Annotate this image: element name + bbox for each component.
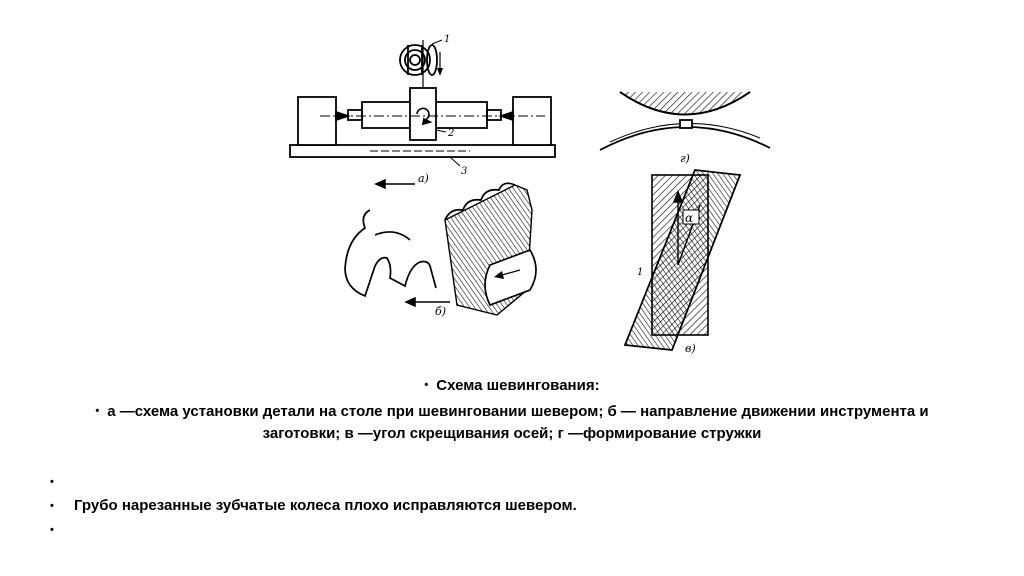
label-v: в) <box>685 342 696 355</box>
caption-title: Схема шевингования: <box>436 377 600 394</box>
caption-description: а —схема установки детали на столе при ш… <box>107 403 929 442</box>
diagram-b-gear-mesh <box>344 182 537 316</box>
bullet: • <box>95 405 100 417</box>
list-item: • <box>48 518 988 542</box>
label-alpha: α <box>685 211 693 225</box>
caption-title-line: • Схема шевингования: <box>0 374 1024 397</box>
caption-description-line: • а —схема установки детали на столе при … <box>60 400 964 445</box>
arrow-a <box>374 178 415 190</box>
bullet: • <box>50 476 54 488</box>
label-2: 2 <box>447 128 454 139</box>
bullet: • <box>50 500 54 512</box>
arrow-b <box>404 296 450 308</box>
bullet-list: • • Грубо нарезанные зубчатые колеса пло… <box>48 470 988 542</box>
list-item: • <box>48 470 988 494</box>
shaving-scheme-figure: 1 2 3 а) б) г) α 1 <box>289 34 771 355</box>
diagram-g-chip-formation <box>599 91 771 151</box>
list-item: • Грубо нарезанные зубчатые колеса плохо… <box>48 494 988 518</box>
diagram-a-table-setup <box>289 39 556 167</box>
label-1: 1 <box>444 34 450 45</box>
label-1-v: 1 <box>637 267 643 278</box>
label-3: 3 <box>461 166 467 177</box>
label-a: а) <box>418 172 429 185</box>
list-item-text: Грубо нарезанные зубчатые колеса плохо и… <box>74 497 577 514</box>
label-g: г) <box>680 152 690 165</box>
label-b: б) <box>435 305 446 318</box>
bullet: • <box>424 379 429 391</box>
diagram-v-crossed-axes <box>623 169 742 351</box>
bullet: • <box>50 524 54 536</box>
